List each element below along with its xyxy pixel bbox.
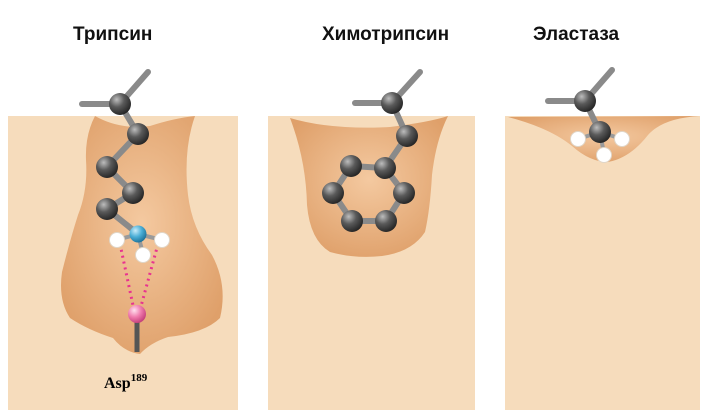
trypsin-panel: Asp189 [8,69,238,410]
elastase-panel [505,67,700,410]
aspartate-atom [128,305,146,323]
hydrogen-atom [596,147,612,163]
asp-number: 189 [131,372,148,384]
carbon-atom [109,93,131,115]
panel-title-trypsin: Трипсин [73,24,153,45]
hydrogen-atom [109,232,125,248]
carbon-atom [574,90,596,112]
hydrogen-atom [570,131,586,147]
carbon-atom [96,198,118,220]
carbon-atom [322,182,344,204]
carbon-atom [396,125,418,147]
carbon-atom [374,157,396,179]
carbon-atom [381,92,403,114]
carbon-atom [393,182,415,204]
elastase-tissue [505,116,700,410]
carbon-atom [375,210,397,232]
hydrogen-atom [614,131,630,147]
chymotrypsin-panel [268,69,475,410]
panel-title-elastase: Эластаза [533,24,620,45]
asp-residue: Asp [104,375,131,392]
asp189-label: Asp189 [104,372,148,392]
carbon-atom [127,123,149,145]
carbon-atom [589,121,611,143]
carbon-atom [96,156,118,178]
panel-title-chymotrypsin: Химотрипсин [322,24,450,45]
nitrogen-atom [129,225,147,243]
carbon-atom [341,210,363,232]
chymotrypsin-pocket [290,116,448,257]
hydrogen-atom [135,247,151,263]
carbon-atom [340,155,362,177]
carbon-atom [122,182,144,204]
hydrogen-atom [154,232,170,248]
